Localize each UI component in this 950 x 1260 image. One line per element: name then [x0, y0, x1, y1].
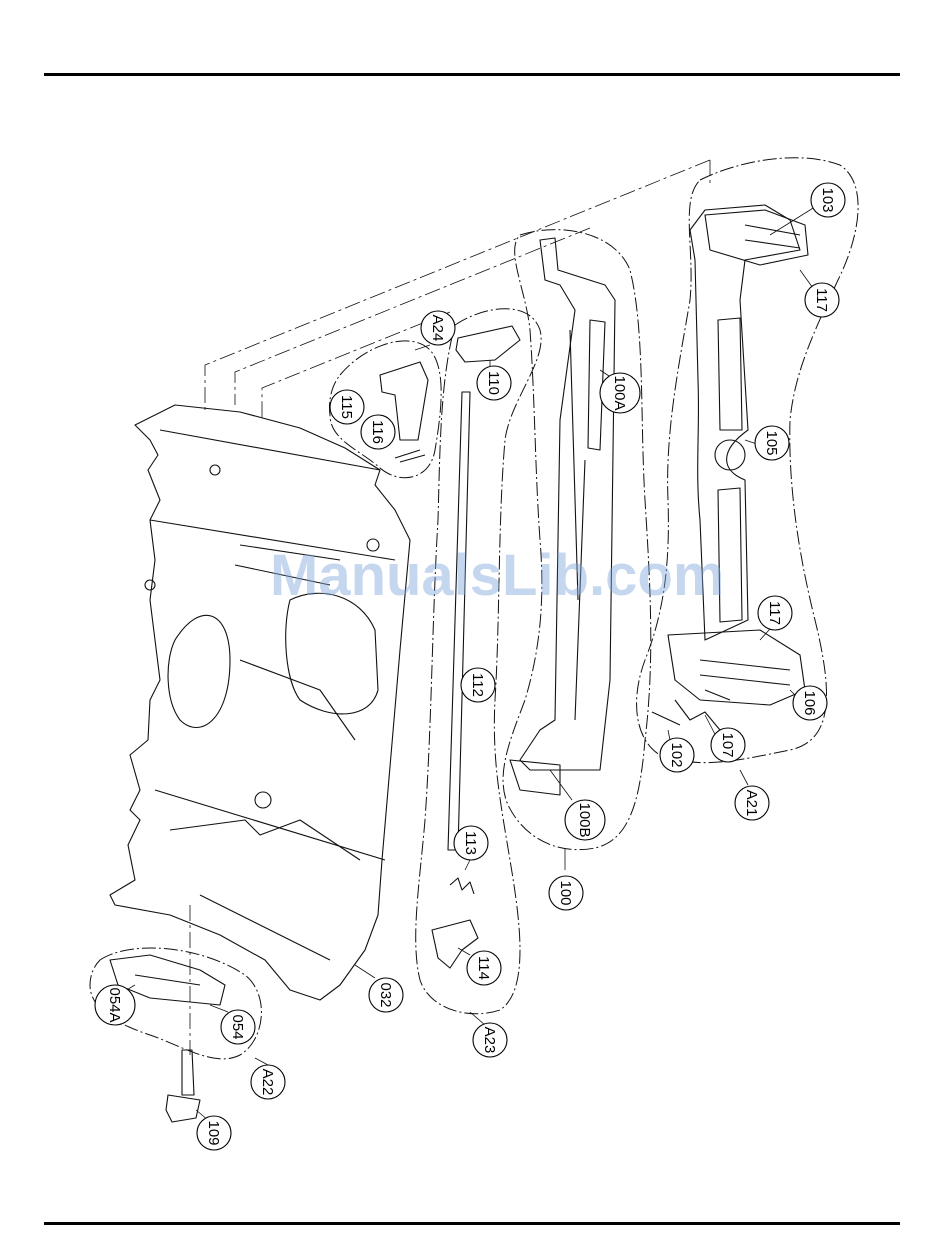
- callout-114: 114: [467, 951, 501, 985]
- callout-054a: 054A: [95, 985, 135, 1025]
- callout-116-label: 116: [369, 420, 386, 444]
- callout-103: 103: [811, 183, 845, 217]
- hook-lever-115-116: [380, 362, 428, 462]
- slider-block-106: [652, 630, 805, 730]
- callout-a21-label: A21: [743, 790, 760, 817]
- callout-106: 106: [793, 686, 827, 720]
- callout-109-label: 109: [205, 1120, 222, 1145]
- callout-a21: A21: [735, 786, 769, 820]
- callout-117-bottom: 117: [758, 596, 792, 630]
- callout-116: 116: [361, 415, 395, 449]
- callout-114-label: 114: [475, 956, 492, 980]
- callout-032: 032: [369, 978, 403, 1012]
- callout-117-top: 117: [805, 283, 839, 317]
- lever-plate-100: [510, 238, 615, 795]
- callout-102-label: 102: [668, 742, 685, 767]
- callout-105: 105: [755, 426, 789, 460]
- assembly-100-outline: [503, 230, 651, 850]
- callout-leaders: [118, 205, 818, 1120]
- callout-115-label: 115: [338, 395, 355, 419]
- callout-a23-label: A23: [481, 1027, 498, 1054]
- callout-100b-label: 100B: [576, 802, 593, 837]
- callout-110: 110: [477, 366, 511, 400]
- callout-107-label: 107: [719, 732, 736, 757]
- callout-100a-label: 100A: [611, 375, 628, 410]
- callout-113: 113: [454, 826, 488, 860]
- callout-106-label: 106: [801, 690, 818, 715]
- callout-100: 100: [549, 876, 583, 910]
- callout-103-label: 103: [819, 187, 836, 212]
- callout-054: 054: [221, 1010, 255, 1044]
- callout-110-label: 110: [485, 371, 502, 395]
- callout-107: 107: [711, 728, 745, 762]
- callout-a22: A22: [251, 1065, 285, 1099]
- callout-a23: A23: [473, 1023, 507, 1057]
- slider-block-103: [705, 210, 808, 265]
- switch-109: [166, 1050, 200, 1122]
- callout-100-label: 100: [557, 880, 574, 905]
- slide-rod-112: [448, 392, 470, 850]
- slide-lever-110: [456, 326, 520, 362]
- callout-a24: A24: [421, 311, 455, 345]
- callout-117-top-label: 117: [813, 288, 830, 312]
- callout-112-label: 112: [469, 673, 486, 697]
- callout-113-label: 113: [462, 831, 479, 855]
- assembly-a23-outline: [416, 309, 541, 1014]
- callout-100a: 100A: [600, 373, 640, 413]
- callout-105-label: 105: [763, 430, 780, 455]
- callout-102: 102: [660, 738, 694, 772]
- callout-032-label: 032: [377, 982, 394, 1007]
- callout-100b: 100B: [565, 800, 605, 840]
- callout-109: 109: [197, 1116, 231, 1150]
- callout-a22-label: A22: [259, 1069, 276, 1096]
- spring-113: [450, 878, 474, 894]
- main-chassis-032: [110, 405, 410, 1000]
- callout-115: 115: [330, 390, 364, 424]
- watermark-text: ManualsLib.com: [270, 543, 724, 608]
- callout-054-label: 054: [229, 1014, 246, 1039]
- assembly-a21-outline: [637, 158, 859, 763]
- callout-117-bottom-label: 117: [766, 601, 783, 625]
- callout-054a-label: 054A: [106, 987, 123, 1022]
- callout-a24-label: A24: [429, 315, 446, 342]
- callout-112: 112: [461, 668, 495, 702]
